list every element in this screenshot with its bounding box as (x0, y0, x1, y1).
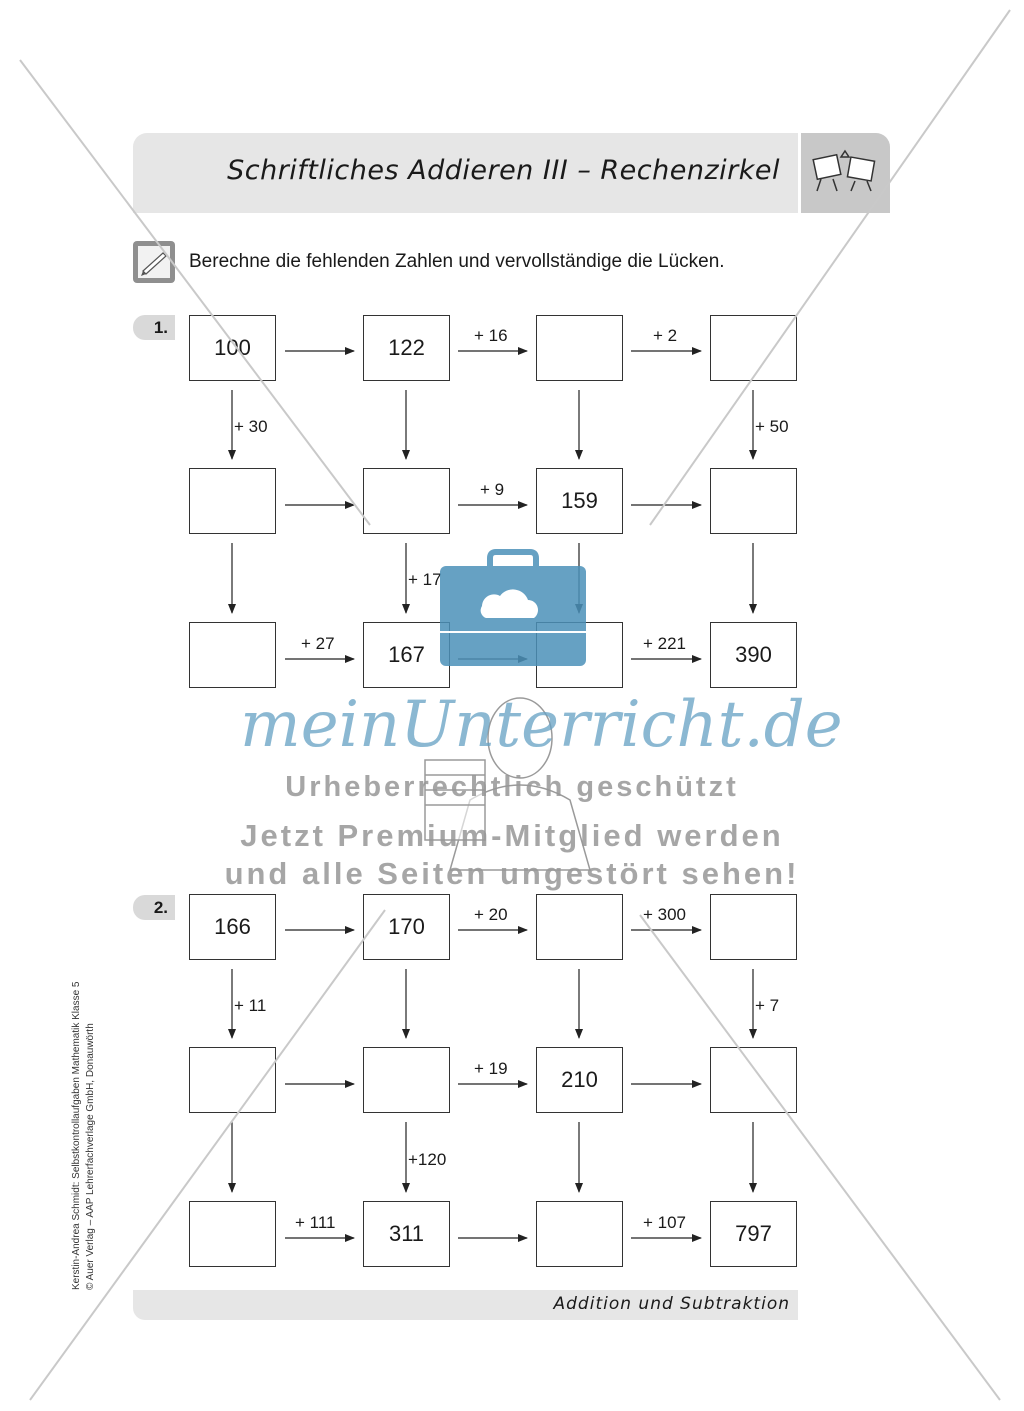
footer-text: Addition und Subtraktion (553, 1294, 790, 1314)
number-box: 210 (536, 1047, 623, 1113)
watermark-text: und alle Seiten ungestört sehen! (224, 856, 800, 891)
answer-box[interactable] (536, 894, 623, 960)
operation-label: + 27 (301, 634, 335, 653)
number-box: 167 (363, 622, 450, 688)
watermark-logo: meinUnterricht.de (240, 688, 843, 762)
operation-label: + 221 (643, 634, 687, 653)
answer-box[interactable] (363, 468, 450, 534)
answer-box[interactable] (536, 315, 623, 381)
credit-line: Kerstin-Andrea Schmidt: Selbstkontrollau… (71, 981, 82, 1291)
number-box: 390 (710, 622, 797, 688)
watermark-text: Jetzt Premium-Mitglied werden (240, 818, 784, 853)
operation-label: + 20 (474, 905, 508, 924)
operation-label: + 19 (474, 1059, 508, 1078)
operation-label: +120 (408, 1150, 447, 1169)
operation-label: + 9 (480, 480, 505, 499)
side-credit: Kerstin-Andrea Schmidt: Selbstkontrollau… (70, 982, 98, 1291)
operation-label: + 17 (408, 570, 442, 589)
number-box: 122 (363, 315, 450, 381)
credit-line: © Auer Verlag – AAP Lehrerfachverlage Gm… (85, 1023, 96, 1290)
number-box: 159 (536, 468, 623, 534)
watermark-text: Urheberrechtlich geschützt (285, 771, 739, 803)
answer-box[interactable] (189, 622, 276, 688)
footer-bar: Addition und Subtraktion (133, 1290, 798, 1320)
operation-label: + 16 (474, 326, 508, 345)
answer-box[interactable] (536, 1201, 623, 1267)
